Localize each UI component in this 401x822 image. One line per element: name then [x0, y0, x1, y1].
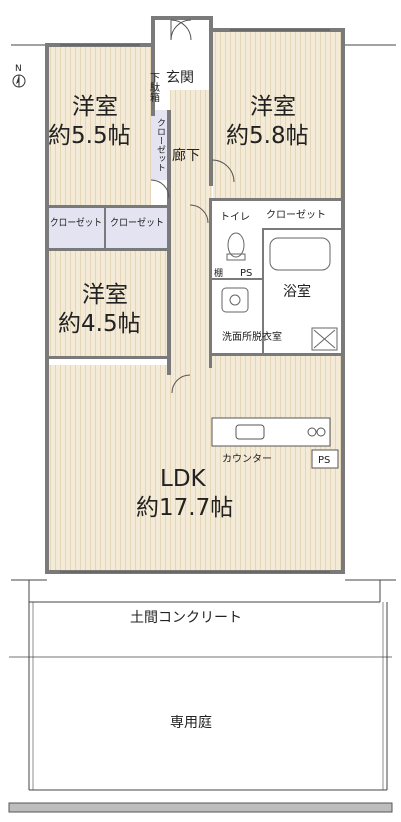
windows	[60, 29, 330, 573]
closet-2-area	[106, 207, 167, 250]
building-outline	[8, 44, 396, 813]
doma-label: 土間コンクリート	[130, 610, 242, 626]
closet-small-area	[151, 110, 170, 180]
floors	[47, 30, 343, 570]
room-c-floor	[47, 250, 167, 358]
north-label: N	[15, 64, 22, 74]
room-b-type: 洋室	[250, 94, 296, 120]
ps-kitchen-label: PS	[318, 455, 330, 466]
kitchen-counter	[211, 417, 331, 447]
closet-small-label: クローゼット	[155, 118, 166, 172]
washbasin-icon	[221, 287, 249, 313]
washroom-label: 洗面所脱衣室	[222, 330, 282, 343]
toilet-label: トイレ	[220, 212, 250, 223]
room-a-type: 洋室	[72, 94, 118, 120]
closet-3-label: クローゼット	[266, 209, 326, 221]
room-c-size: 約4.5帖	[58, 311, 141, 337]
ldk-type: LDK	[160, 466, 207, 492]
closet-2-label: クローゼット	[110, 217, 164, 229]
getabako-label: 下駄箱	[148, 72, 160, 103]
north-arrow-icon: N	[12, 64, 26, 88]
door-swings	[150, 19, 235, 394]
closet-1-area	[47, 207, 104, 250]
fixtures	[221, 232, 338, 351]
counter-label: カウンター	[222, 453, 272, 465]
genkan-label: 玄関	[166, 69, 194, 86]
stove-icon	[307, 427, 317, 437]
ldk-floor-upper	[212, 356, 343, 368]
kitchen	[211, 417, 339, 469]
room-b-floor	[213, 30, 343, 200]
sink-icon	[235, 424, 265, 440]
garden-label: 専用庭	[170, 714, 212, 731]
closet-1-label: クローゼット	[50, 217, 102, 229]
bathtub-icon	[269, 237, 331, 271]
corridor-floor	[170, 90, 212, 365]
ldk-floor	[47, 365, 343, 570]
corridor-label: 廊下	[172, 147, 200, 164]
ldk-size: 約17.7帖	[136, 495, 233, 521]
bath-label: 浴室	[283, 283, 311, 300]
room-a-floor	[47, 45, 151, 205]
room-b-size: 約5.8帖	[226, 123, 309, 149]
room-a-size: 約5.5帖	[48, 123, 131, 149]
ps-top-label: PS	[240, 268, 252, 279]
toilet-icon	[227, 232, 245, 258]
room-c-type: 洋室	[82, 282, 128, 308]
shelf-label: 棚	[214, 267, 223, 279]
